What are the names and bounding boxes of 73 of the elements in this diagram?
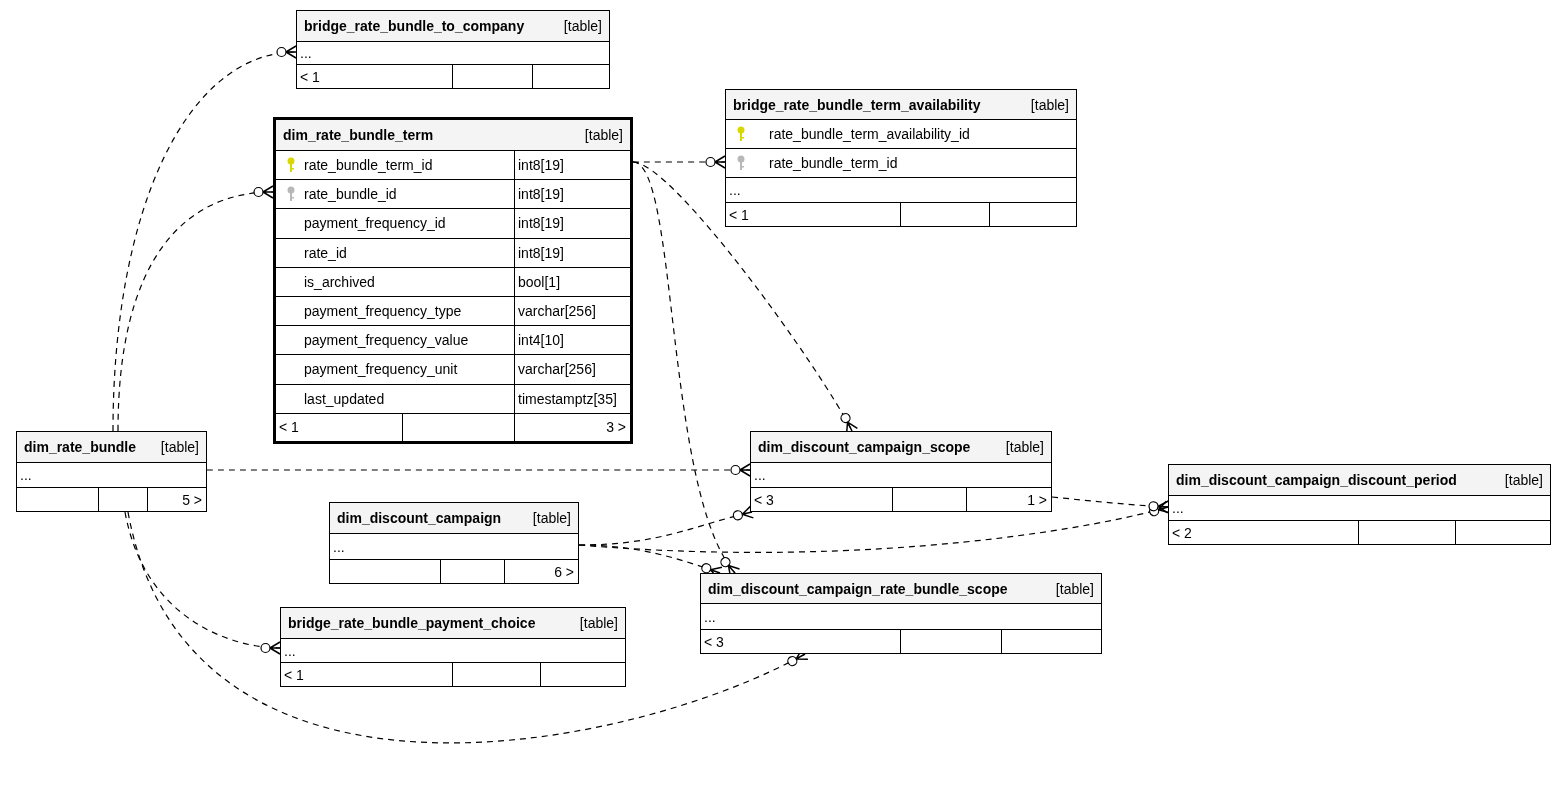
table-box: [296, 10, 610, 89]
table-name: dim_discount_campaign: [337, 510, 502, 526]
table-box: [329, 502, 579, 584]
row-count: < 1: [284, 666, 304, 683]
relationship-line: [1051, 496, 1170, 514]
column-type: bool[1]: [518, 273, 561, 290]
column-name: rate_bundle_term_id: [304, 157, 433, 174]
table-name: bridge_rate_bundle_payment_choice: [288, 615, 536, 631]
table-name: bridge_rate_bundle_to_company: [304, 18, 525, 34]
table-box: [16, 431, 207, 512]
column-name: payment_frequency_unit: [304, 361, 458, 378]
row-count: < 2: [1172, 524, 1192, 541]
table-tag: [table]: [1005, 439, 1044, 455]
table-tag: [table]: [160, 439, 199, 455]
table-tag: [table]: [579, 615, 618, 631]
table-tag: [table]: [532, 510, 571, 526]
relationship-line: [632, 155, 726, 169]
relationship-line: [124, 511, 282, 655]
table-name: bridge_rate_bundle_term_availability: [733, 96, 981, 113]
ellipsis-text: ...: [754, 467, 766, 483]
table-tag: [table]: [563, 18, 602, 34]
ellipsis-text: ...: [729, 182, 741, 198]
column-type: int4[10]: [518, 332, 564, 349]
row-count: < 1: [279, 419, 299, 436]
table-box: [700, 573, 1102, 654]
table-name: dim_rate_bundle_term: [283, 127, 434, 143]
table-name: dim_discount_campaign_discount_period: [1176, 472, 1457, 488]
column-type: timestamptz[35]: [518, 390, 617, 407]
column-type: int8[19]: [518, 186, 564, 203]
row-count: 1 >: [1027, 491, 1047, 508]
relationship-line: [117, 185, 275, 432]
row-count: 6 >: [554, 563, 574, 580]
column-name: rate_bundle_id: [304, 186, 397, 203]
row-count: < 3: [754, 491, 774, 508]
column-name: rate_bundle_term_availability_id: [769, 126, 970, 142]
table-box: [1168, 464, 1551, 545]
row-count: < 3: [704, 633, 724, 650]
column-type: int8[19]: [518, 157, 564, 174]
table-name: dim_rate_bundle: [24, 439, 137, 455]
table-tag: [table]: [1504, 472, 1543, 488]
table-tag: [table]: [1030, 96, 1069, 113]
row-count: < 1: [729, 206, 749, 223]
column-name: last_updated: [304, 390, 385, 407]
row-count: < 1: [300, 68, 320, 85]
ellipsis-text: ...: [704, 608, 716, 625]
row-count: 3 >: [606, 419, 626, 436]
relationship-line: [112, 45, 298, 432]
column-name: rate_id: [304, 244, 347, 261]
table-name: dim_discount_campaign_rate_bundle_scope: [708, 580, 1008, 597]
ellipsis-text: ...: [284, 642, 296, 659]
table-box: [273, 117, 633, 444]
relationship-line: [127, 511, 809, 743]
column-name: payment_frequency_value: [304, 332, 469, 349]
ellipsis-text: ...: [20, 467, 32, 483]
table-box: [725, 89, 1077, 227]
column-name: rate_bundle_term_id: [769, 155, 898, 171]
table-box: [280, 607, 626, 687]
column-type: varchar[256]: [518, 303, 596, 320]
table-tag: [table]: [584, 127, 623, 143]
column-name: is_archived: [304, 273, 375, 290]
column-name: payment_frequency_type: [304, 303, 462, 320]
ellipsis-text: ...: [300, 45, 312, 61]
relationship-line: [206, 463, 751, 477]
ellipsis-text: ...: [333, 538, 345, 555]
table-tag: [table]: [1055, 580, 1094, 597]
column-name: payment_frequency_id: [304, 215, 446, 232]
row-count: 5 >: [182, 491, 202, 508]
table-name: dim_discount_campaign_scope: [758, 439, 971, 455]
column-type: int8[19]: [518, 244, 564, 261]
column-type: varchar[256]: [518, 361, 596, 378]
column-type: int8[19]: [518, 215, 564, 232]
table-box: [750, 431, 1052, 512]
ellipsis-text: ...: [1172, 500, 1184, 516]
